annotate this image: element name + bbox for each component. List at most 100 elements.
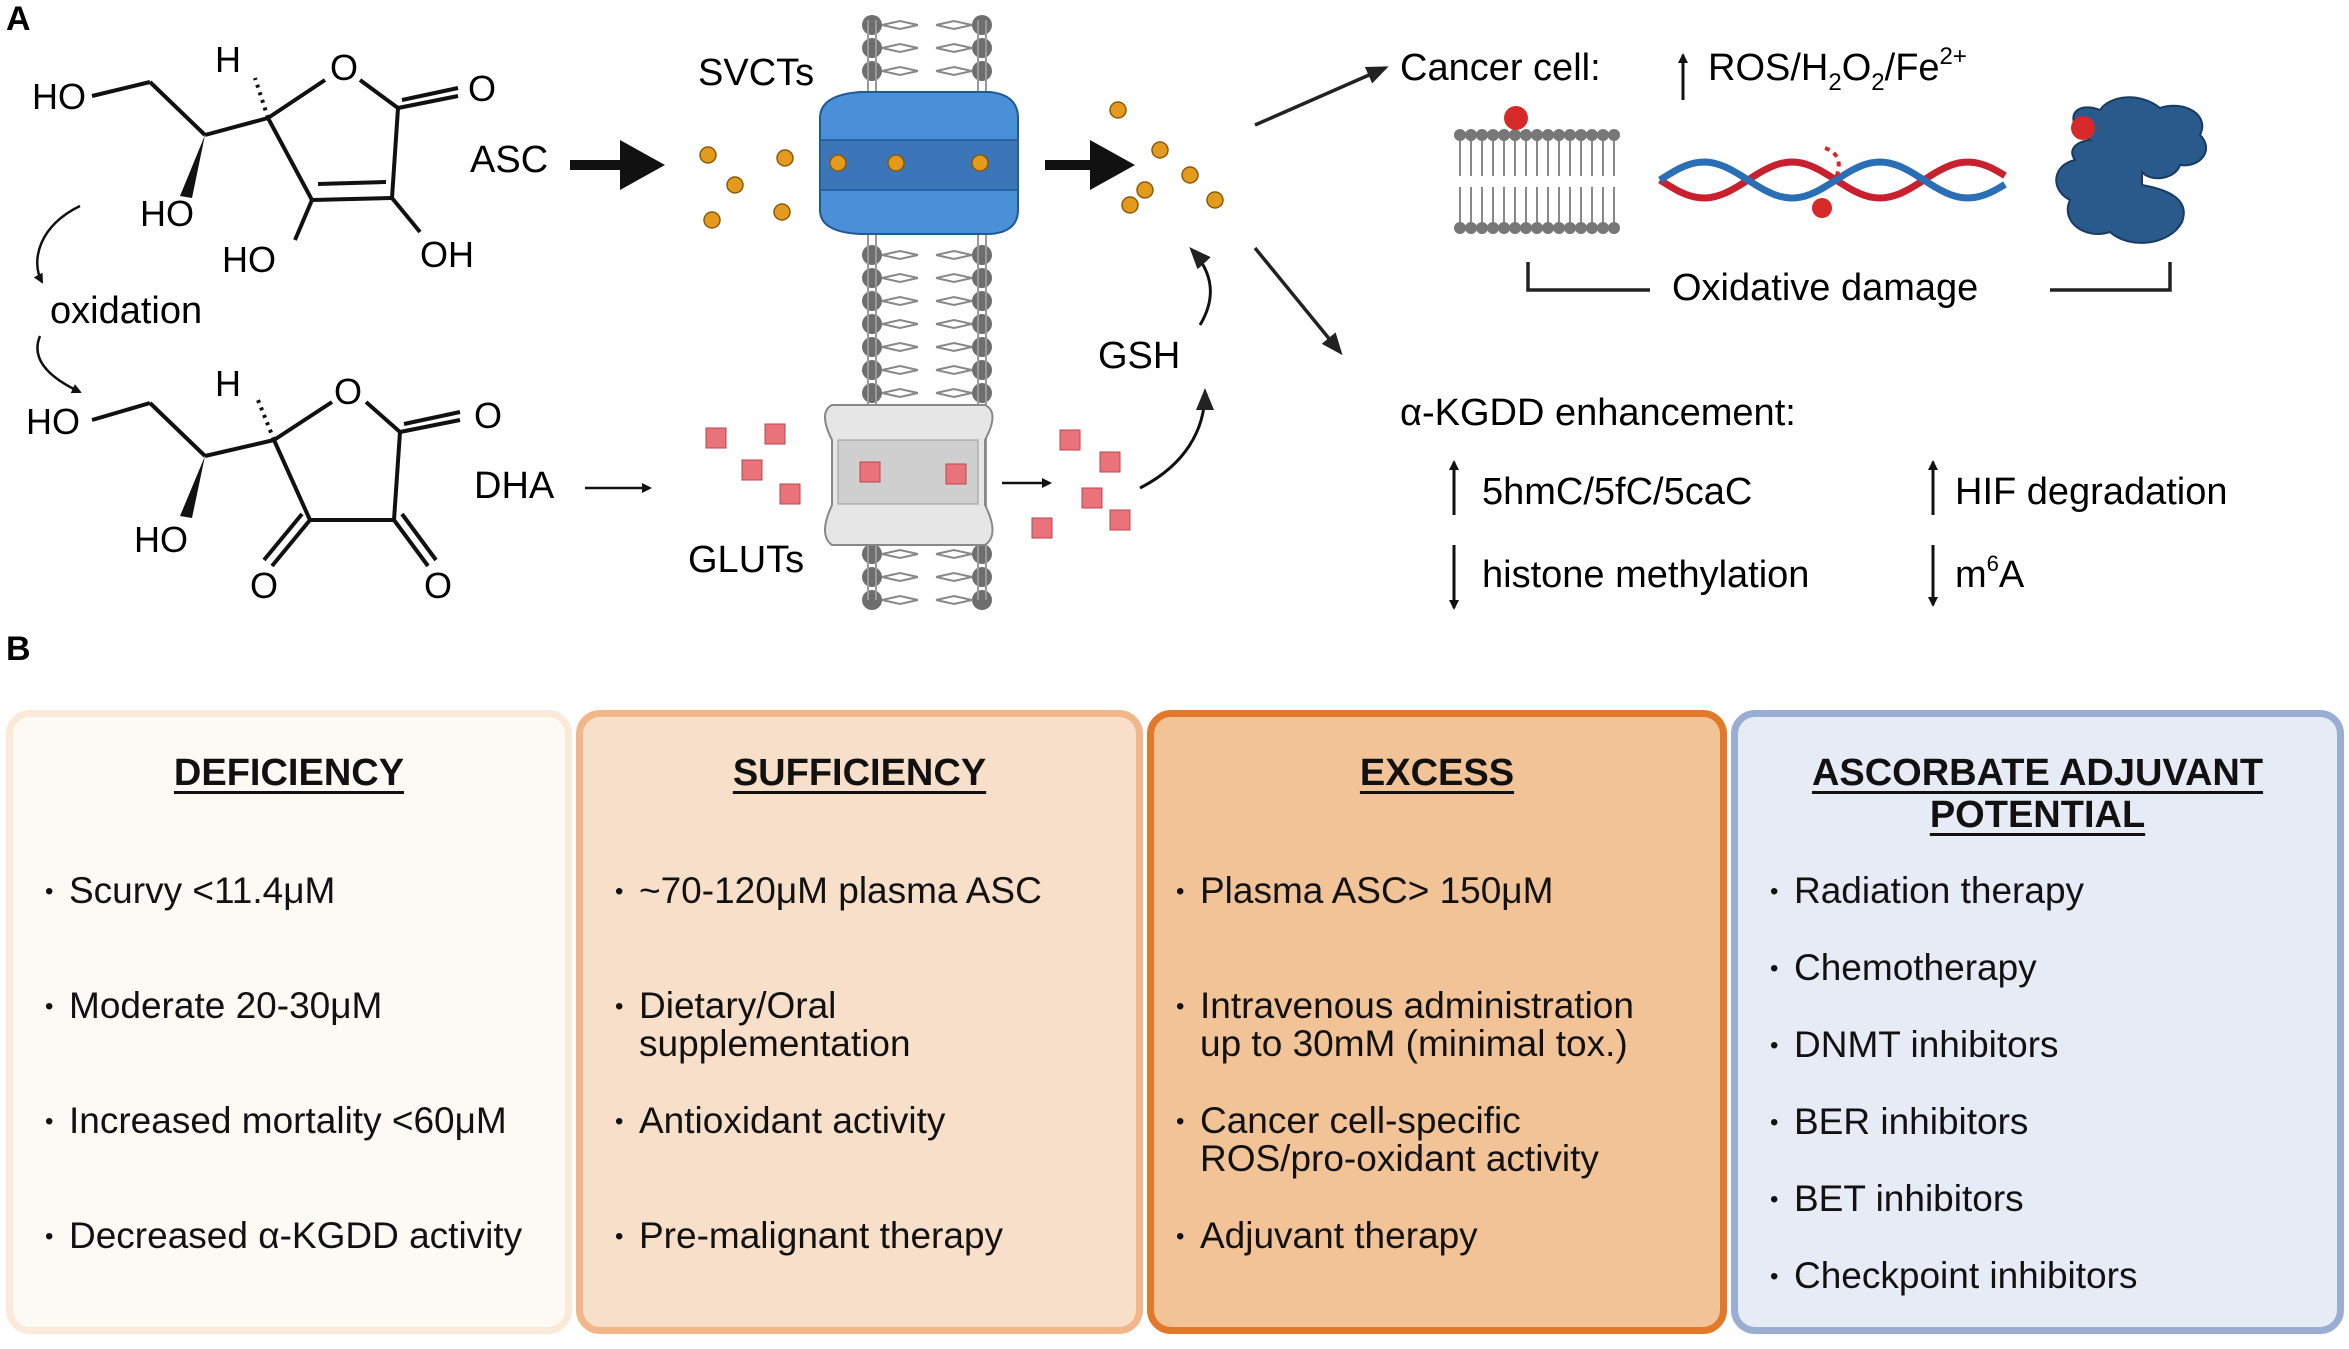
ros-sub1: 2 xyxy=(1828,69,1841,96)
asc-h: H xyxy=(215,39,241,80)
lipid-tail xyxy=(881,387,973,399)
mini-lipid-head xyxy=(1553,222,1565,234)
lipid-head xyxy=(862,590,882,610)
lipid-head xyxy=(972,245,992,265)
sufficiency-item: Pre-malignant therapy xyxy=(615,1217,1003,1257)
lipid-head xyxy=(862,268,882,288)
lipid-head xyxy=(862,61,882,81)
dha-o-carbonyl: O xyxy=(474,395,502,436)
dha-ho-top: HO xyxy=(26,401,80,442)
adjuvant-box: ASCORBATE ADJUVANT POTENTIAL Radiation t… xyxy=(1731,710,2344,1334)
excess-item: Cancer cell-specific xyxy=(1176,1102,1521,1142)
lipid-head xyxy=(972,291,992,311)
asc-ho-mid: HO xyxy=(140,193,194,234)
deficiency-item: Moderate 20-30μM xyxy=(45,987,382,1027)
glut-transporter xyxy=(824,404,994,546)
mini-lipid-head xyxy=(1465,129,1477,141)
excess-item-cont: ROS/pro-oxidant activity xyxy=(1200,1138,1599,1179)
arrow-to-akgdd xyxy=(1253,246,1343,356)
dha-h: H xyxy=(215,363,241,404)
lipid-tail xyxy=(881,571,973,583)
dha-o-bottom-left: O xyxy=(250,565,278,606)
mini-lipid-head xyxy=(1509,129,1521,141)
lipid-head xyxy=(972,360,992,380)
mini-lipid-head xyxy=(1586,129,1598,141)
oxidative-damage-label: Oxidative damage xyxy=(1672,267,1978,309)
lipid-tail xyxy=(881,42,973,54)
mini-lipid-head xyxy=(1531,222,1543,234)
asc-o-carbonyl: O xyxy=(468,68,496,109)
adjuvant-item: Checkpoint inhibitors xyxy=(1770,1257,2138,1297)
mini-lipid-head xyxy=(1509,222,1521,234)
lipid-tail xyxy=(881,295,973,307)
mini-lipid-head xyxy=(1487,222,1499,234)
lipid-head xyxy=(862,245,882,265)
cancer-cell-label: Cancer cell: xyxy=(1400,47,1601,89)
deficiency-box: DEFICIENCY Scurvy <11.4μM Moderate 20-30… xyxy=(6,710,572,1334)
adjuvant-item: BER inhibitors xyxy=(1770,1103,2028,1143)
lipid-tail xyxy=(881,341,973,353)
ros-main: ROS/H xyxy=(1708,47,1828,89)
mini-lipid-head xyxy=(1575,129,1587,141)
dha-o-bottom-right: O xyxy=(424,565,452,606)
deficiency-item: Scurvy <11.4μM xyxy=(45,872,335,912)
excess-title: EXCESS xyxy=(1359,752,1515,794)
lipid-head xyxy=(862,544,882,564)
lipid-head xyxy=(972,268,992,288)
mini-lipid-head xyxy=(1542,222,1554,234)
asc-dots-outside xyxy=(699,146,794,229)
mini-lipid-head xyxy=(1531,129,1543,141)
lipid-head xyxy=(972,590,992,610)
asc-dots-in-svct xyxy=(829,154,989,172)
sufficiency-box: SUFFICIENCY ~70-120μM plasma ASC Dietary… xyxy=(576,710,1143,1334)
dha-structure xyxy=(91,399,461,568)
excess-item: Adjuvant therapy xyxy=(1176,1217,1478,1257)
protein-damage-icon xyxy=(2055,96,2207,244)
mini-lipid-head xyxy=(1542,129,1554,141)
gsh-arrow-lower xyxy=(1139,388,1214,490)
asc-o-ring: O xyxy=(330,47,358,88)
adjuvant-item: Chemotherapy xyxy=(1770,949,2037,989)
svct-transporter xyxy=(819,91,1019,235)
m6a-sup: 6 xyxy=(1987,551,1999,576)
deficiency-item: Decreased α-KGDD activity xyxy=(45,1217,522,1257)
panel-a-letter: A xyxy=(6,0,31,38)
oxidation-arrow-bottom xyxy=(36,335,82,394)
m6a-tail: A xyxy=(1999,554,2025,596)
ros-mid: O xyxy=(1842,47,1872,89)
gluts-label: GLUTs xyxy=(688,539,804,581)
mini-lipid-head xyxy=(1476,129,1488,141)
mini-lipid-head xyxy=(1454,222,1466,234)
sufficiency-item: ~70-120μM plasma ASC xyxy=(615,872,1042,912)
adjuvant-title-line2: POTENTIAL xyxy=(1929,794,2146,836)
lipid-head xyxy=(862,291,882,311)
excess-item: Plasma ASC> 150μM xyxy=(1176,872,1553,912)
lipid-damage-icon xyxy=(1454,106,1620,234)
asc-oh-bottom-right: OH xyxy=(420,234,474,275)
gsh-arrow-upper xyxy=(1189,247,1212,326)
svcts-label: SVCTs xyxy=(698,52,814,94)
asc-ho-top: HO xyxy=(32,76,86,117)
lipid-head xyxy=(862,383,882,403)
effect-histone-methylation: histone methylation xyxy=(1482,554,1809,596)
oxidative-damage-bracket xyxy=(1526,262,2172,292)
dha-cubes-outside xyxy=(705,423,801,505)
lipid-tail xyxy=(881,318,973,330)
sufficiency-item-cont: supplementation xyxy=(639,1023,911,1064)
mini-lipid-head xyxy=(1597,129,1609,141)
adjuvant-item: DNMT inhibitors xyxy=(1770,1026,2059,1066)
ros-sup: 2+ xyxy=(1940,43,1967,70)
lipid-head xyxy=(972,567,992,587)
lipid-tail xyxy=(881,548,973,560)
mini-lipid-head xyxy=(1454,129,1466,141)
lipid-tail xyxy=(881,249,973,261)
ros-tail: /Fe xyxy=(1885,47,1940,89)
lipid-tail xyxy=(881,272,973,284)
mini-lipid-head xyxy=(1608,222,1620,234)
lipid-head xyxy=(972,544,992,564)
mini-lipid-head xyxy=(1553,129,1565,141)
lipid-head xyxy=(862,360,882,380)
dha-label: DHA xyxy=(474,465,555,507)
lipid-head xyxy=(972,383,992,403)
effect-hif-degradation: HIF degradation xyxy=(1955,471,2228,513)
